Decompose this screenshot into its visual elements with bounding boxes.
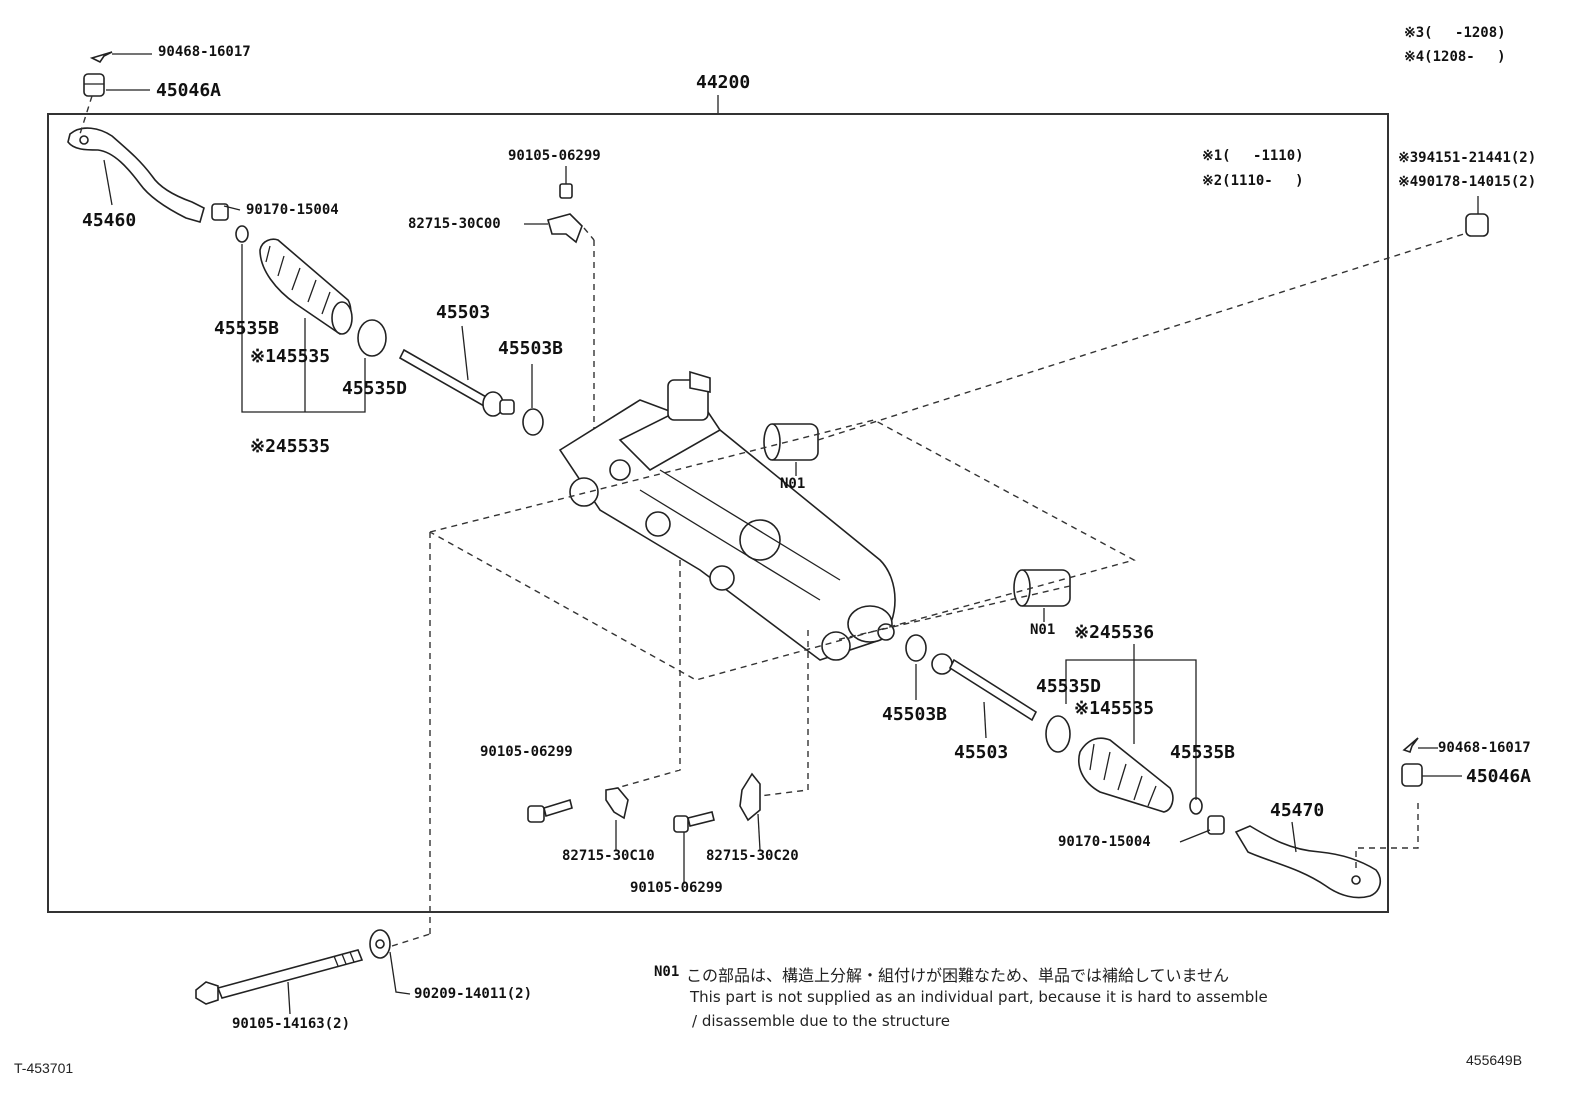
bolt-90105-14163 (195, 949, 364, 1005)
label-N01-b: N01 (1030, 622, 1056, 638)
bolt-90105-top (559, 166, 573, 199)
label-45535D-bottom: 45535D (1036, 676, 1102, 697)
label-90105-c: 90105-06299 (630, 880, 723, 896)
boot-45535-top (259, 238, 353, 335)
label-45046A-bottom: 45046A (1466, 766, 1532, 787)
bracket-82715-30C00 (547, 213, 583, 244)
label-45535B-top: 45535B (214, 318, 280, 339)
label-45536: ※245536 (1074, 622, 1155, 643)
nut-94151-right (1465, 213, 1489, 237)
label-45046A-top: 45046A (156, 80, 222, 101)
note-english-1: This part is not supplied as an individu… (690, 988, 1268, 1006)
label-90209: 90209-14011(2) (414, 986, 533, 1002)
label-82715-30C00: 82715-30C00 (408, 216, 501, 232)
cotter-pin-right (1402, 737, 1419, 754)
bracket-82715-30C20 (739, 772, 761, 822)
label-82715-30C10: 82715-30C10 (562, 848, 655, 864)
label-90178: ※490178-14015(2) (1398, 174, 1537, 190)
bushing-N01-a (763, 423, 819, 461)
nut-90170-bottom (1207, 815, 1225, 835)
boot-45535-bottom (1078, 737, 1174, 813)
legend-top-right-2: ※4(1208- ) (1404, 49, 1506, 65)
label-45535-2-top: ※245535 (250, 436, 331, 457)
label-90468-bottom: 90468-16017 (1438, 740, 1531, 756)
illustration-id-left: T-453701 (14, 1060, 74, 1076)
assembly-code: 44200 (696, 72, 751, 93)
label-45503-top: 45503 (436, 302, 491, 323)
bracket-82715-30C10 (605, 787, 629, 820)
label-90105-14163: 90105-14163(2) (232, 1016, 351, 1032)
nut-90170-top (211, 203, 229, 221)
label-N01-a: N01 (780, 476, 806, 492)
label-90105-a: 90105-06299 (508, 148, 601, 164)
legend-box-2: ※2(1110- ) (1202, 173, 1304, 189)
bushing-N01-b (1013, 569, 1071, 607)
label-45470: 45470 (1270, 800, 1325, 821)
tie-rod-end-right (1234, 825, 1382, 899)
washer-45503B-top (522, 408, 544, 436)
label-90170-top: 90170-15004 (246, 202, 339, 218)
label-45460: 45460 (82, 210, 137, 231)
label-94151: ※394151-21441(2) (1398, 150, 1537, 166)
cotter-pin-left (89, 51, 113, 64)
label-45535D-top: 45535D (342, 378, 408, 399)
washer-45503B-bottom (905, 634, 927, 662)
tie-rod-end-left (67, 127, 205, 223)
note-english-2: / disassemble due to the structure (692, 1012, 950, 1030)
tie-rod-45503-bottom (931, 653, 1038, 722)
label-45535-1-top: ※145535 (250, 346, 331, 367)
clamp-45535D-bottom (1045, 715, 1071, 753)
castle-nut-left (83, 73, 105, 97)
label-90105-b: 90105-06299 (480, 744, 573, 760)
steering-gear-housing (558, 370, 896, 661)
legend-box-1: ※1( -1110) (1202, 148, 1304, 164)
label-45535B-bottom: 45535B (1170, 742, 1236, 763)
bolt-90105-left (527, 798, 573, 823)
label-45503B-top: 45503B (498, 338, 564, 359)
label-45535-1-bottom: ※145535 (1074, 698, 1155, 719)
label-45503B-bottom: 45503B (882, 704, 948, 725)
clamp-45535D-top (357, 319, 387, 357)
clip-45535B-top (235, 225, 249, 243)
note-code: N01 (654, 964, 680, 980)
castle-nut-right (1401, 763, 1423, 787)
label-45503-bottom: 45503 (954, 742, 1009, 763)
bolt-90105-center (673, 811, 715, 833)
illustration-id-right: 455649B (1466, 1052, 1523, 1068)
label-90170-bottom: 90170-15004 (1058, 834, 1151, 850)
label-82715-30C20: 82715-30C20 (706, 848, 799, 864)
tie-rod-45503-top (398, 348, 515, 417)
note-japanese: この部品は、構造上分解・組付けが困難なため、単品では補給していません (686, 966, 1230, 985)
legend-top-right-1: ※3( -1208) (1404, 25, 1506, 41)
clip-45535B-bottom (1189, 797, 1203, 815)
label-90468-top: 90468-16017 (158, 44, 251, 60)
